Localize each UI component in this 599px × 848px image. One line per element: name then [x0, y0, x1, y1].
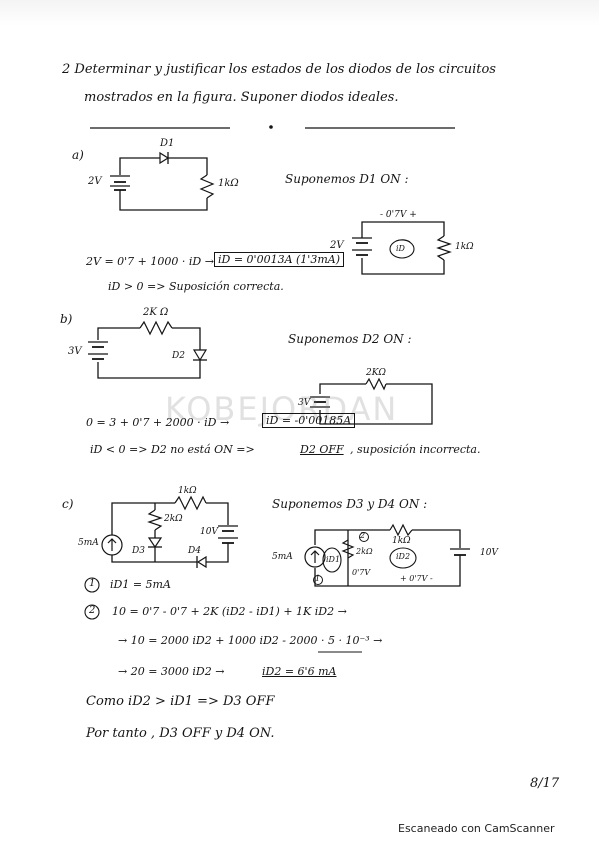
- circuit-c2-source-v: 10V: [480, 548, 498, 558]
- part-a-result: iD = 0'0013A (1'3mA): [214, 252, 344, 267]
- circuit-c2-r2: 2kΩ: [356, 547, 373, 556]
- eq1-marker: 1: [89, 578, 96, 589]
- eq4-result: iD2 = 6'6 mA: [262, 665, 337, 678]
- circuit-a2-source: 2V: [330, 240, 344, 251]
- part-a-label: a): [72, 148, 84, 162]
- circuit-c2-source-i: 5mA: [272, 552, 293, 562]
- camscanner-footer: Escaneado con CamScanner: [398, 822, 555, 835]
- part-a-conclusion: iD > 0 => Suposición correcta.: [108, 280, 284, 293]
- part-b-label: b): [60, 312, 73, 326]
- part-c-label: c): [62, 497, 74, 511]
- circuit-a-source-label: 2V: [88, 176, 102, 187]
- circuit-a-diode-label: D1: [160, 138, 175, 149]
- circuit-c-d3-label: D3: [132, 546, 145, 556]
- circuit-b-diode-label: D2: [172, 351, 185, 361]
- part-b-conclusion-1: iD < 0 => D2 no está ON =>: [90, 443, 255, 456]
- eq3: → 10 = 2000 iD2 + 1000 iD2 - 2000 · 5 · …: [118, 634, 383, 647]
- problem-line-1: 2 Determinar y justificar los estados de…: [62, 62, 496, 77]
- circuit-b2-source: 3V: [298, 398, 311, 408]
- circuit-b2-resistor: 2KΩ: [366, 368, 386, 378]
- final-conclusion: Por tanto , D3 OFF y D4 ON.: [86, 726, 275, 741]
- circuit-c2-mesh-2: 2: [360, 531, 366, 540]
- circuit-c-d4-label: D4: [188, 546, 201, 556]
- part-b-conclusion-3: , suposición incorrecta.: [350, 443, 481, 456]
- part-b-conclusion-2: D2 OFF: [300, 443, 344, 456]
- circuit-a2-resistor: 1kΩ: [455, 242, 474, 252]
- circuit-c-r2-label: 2kΩ: [164, 514, 183, 524]
- circuit-b-resistor-label: 2K Ω: [143, 307, 169, 318]
- circuit-c-source-i-label: 5mA: [78, 538, 99, 548]
- comparison: Como iD2 > iD1 => D3 OFF: [86, 694, 275, 709]
- watermark: KOBEJORDAN: [165, 390, 399, 428]
- eq1: iD1 = 5mA: [110, 578, 171, 591]
- circuit-c2-drop-2: + 0'7V -: [400, 574, 433, 583]
- part-a-assumption: Suponemos D1 ON :: [285, 172, 409, 186]
- circuit-c2-current-1: iD1: [326, 555, 341, 564]
- circuit-a2-current: iD: [396, 244, 405, 253]
- eq4: → 20 = 3000 iD2 →: [118, 665, 225, 678]
- part-a-equation: 2V = 0'7 + 1000 · iD →: [86, 255, 214, 268]
- circuit-b-source-label: 3V: [68, 346, 82, 357]
- part-b-result: iD = -0'00185A: [262, 413, 356, 428]
- page-number: 8/17: [530, 776, 560, 791]
- circuit-c-r1-label: 1kΩ: [178, 486, 197, 496]
- circuit-c2-drop-1: 0'7V: [352, 568, 371, 577]
- problem-line-2: mostrados en la figura. Suponer diodos i…: [84, 90, 399, 105]
- part-b-assumption: Suponemos D2 ON :: [288, 332, 412, 346]
- eq2-marker: 2: [89, 605, 96, 616]
- circuit-c2-mesh-1: 1: [315, 574, 321, 583]
- scan-top-band: [0, 0, 599, 26]
- eq2: 10 = 0'7 - 0'7 + 2K (iD2 - iD1) + 1K iD2…: [112, 605, 347, 618]
- circuit-c-source-v-label: 10V: [200, 527, 218, 537]
- circuit-c2-r1: 1kΩ: [392, 536, 411, 546]
- part-c-assumption: Suponemos D3 y D4 ON :: [272, 497, 428, 511]
- circuit-a2-drop: - 0'7V +: [380, 210, 417, 220]
- circuit-a-resistor-label: 1kΩ: [218, 178, 239, 189]
- circuit-c2-current-2: iD2: [396, 552, 411, 561]
- part-b-equation: 0 = 3 + 0'7 + 2000 · iD →: [86, 416, 230, 429]
